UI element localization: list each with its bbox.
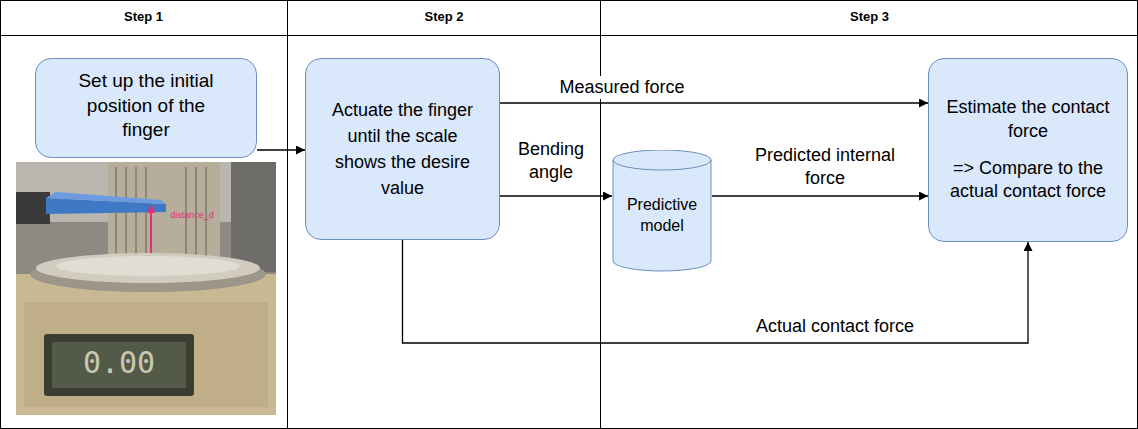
process-box: Set up the initial position of the finge…: [35, 58, 257, 158]
edge-label: Measured force: [545, 76, 699, 99]
edge-label: Actual contact force: [738, 315, 932, 338]
node-text: Set up the initial position of the finge…: [76, 69, 216, 143]
connector-arrow: [500, 102, 928, 103]
step-header: Step 3: [601, 9, 1138, 24]
connector-arrow: [500, 195, 612, 196]
node-text: Actuate the finger until the scale shows…: [320, 97, 485, 201]
process-box: Actuate the finger until the scale shows…: [305, 58, 500, 240]
scale-display: 0.00: [52, 345, 186, 380]
node-text: Estimate the contact force: [941, 96, 1116, 143]
connector-arrow: [403, 240, 1029, 343]
cylinder-body: [613, 150, 711, 271]
cylinder-rim: [613, 160, 711, 170]
connector-arrow: [712, 195, 928, 196]
connector-arrow: [257, 149, 305, 150]
node-subtext: => Compare to the actual contact force: [939, 157, 1117, 204]
node-text: Predictive model: [622, 195, 702, 237]
step-header: Step 1: [0, 9, 287, 24]
edge-label: Predicted internal force: [748, 144, 902, 189]
edge-label: Bending angle: [503, 138, 599, 183]
dimension-label: distance_d: [157, 210, 227, 220]
model-cylinder: Predictive model: [612, 150, 712, 272]
process-box: Estimate the contact force => Compare to …: [928, 58, 1128, 242]
step-header: Step 2: [288, 9, 600, 24]
